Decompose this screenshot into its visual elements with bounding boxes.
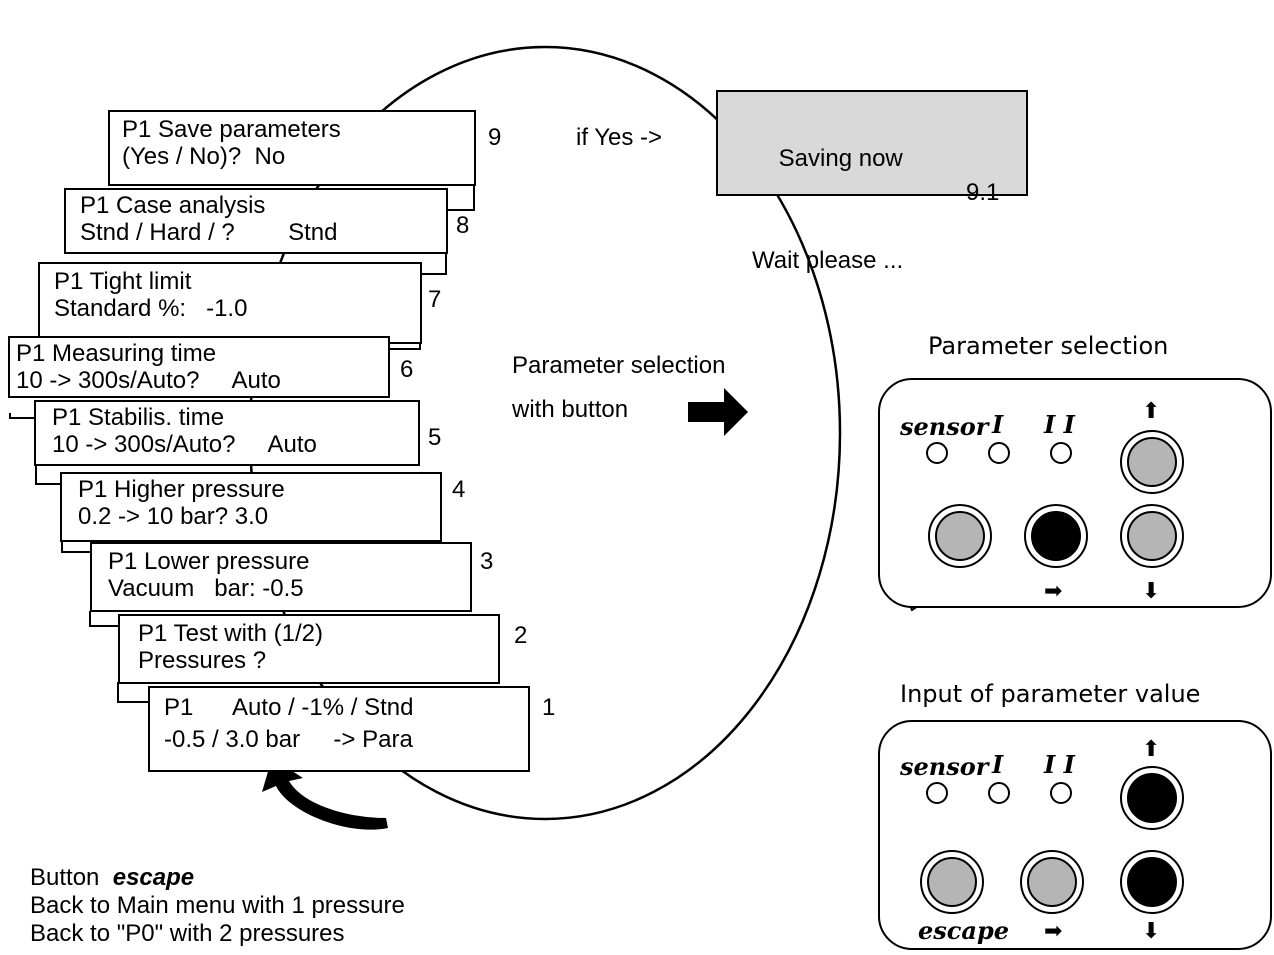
escape-note: Button escape Back to Main menu with 1 p…: [30, 864, 405, 948]
channel-ii-led: [1050, 782, 1072, 804]
screen-line-2: 10 -> 300s/Auto? Auto: [52, 431, 317, 458]
down-arrow-icon: ⬇: [1142, 578, 1161, 603]
screen-line-1: P1 Case analysis: [80, 192, 266, 219]
screen-line-1: P1 Lower pressure: [108, 548, 310, 575]
up-button[interactable]: [1120, 430, 1184, 494]
channel-ii-label: I I: [1044, 410, 1075, 439]
sensor-label: sensor: [900, 412, 989, 441]
screen-line-2: Stnd / Hard / ? Stnd: [80, 219, 338, 246]
screen-line-1: P1 Test with (1/2): [138, 620, 323, 647]
screen-number-5: 5: [428, 424, 442, 451]
down-button[interactable]: [1120, 504, 1184, 568]
screen-line-2: -0.5 / 3.0 bar -> Para: [164, 726, 413, 753]
saving-screen: Saving now 9.1 Wait please ...: [716, 90, 1028, 274]
escape-note-button: escape: [112, 864, 195, 891]
screen-number-4: 4: [452, 476, 466, 503]
screen-line-1: P1 Measuring time: [16, 340, 217, 367]
parameter-selection-arrow: [688, 388, 748, 436]
up-arrow-icon: ⬆: [1142, 736, 1161, 761]
input-panel: sensor I I I ⬆ escape ➡ ⬇: [878, 720, 1272, 950]
screen-number-9: 9: [488, 124, 502, 151]
selection-panel: sensor I I I ⬆ ➡ ⬇: [878, 378, 1272, 608]
screen-line-1: P1 Auto / -1% / Stnd: [164, 694, 414, 721]
screen-number-3: 3: [480, 548, 494, 575]
screen-1-main: P1 Auto / -1% / Stnd -0.5 / 3.0 bar -> P…: [148, 686, 530, 772]
parameter-selection-note-line-2: with button: [512, 396, 629, 423]
screen-4-higher-pressure: P1 Higher pressure 0.2 -> 10 bar? 3.0: [60, 472, 442, 542]
screen-line-2: (Yes / No)? No: [122, 143, 286, 170]
escape-return-arrow: [262, 758, 388, 830]
sensor-led: [926, 782, 948, 804]
parameter-selection-note-line-1: Parameter selection: [512, 352, 726, 379]
screen-number-1: 1: [542, 694, 556, 721]
screen-number-8: 8: [456, 212, 470, 239]
screen-8-case-analysis: P1 Case analysis Stnd / Hard / ? Stnd: [64, 188, 448, 254]
channel-ii-led: [1050, 442, 1072, 464]
up-button[interactable]: [1120, 766, 1184, 830]
escape-note-prefix: Button: [30, 864, 113, 891]
sensor-led: [926, 442, 948, 464]
screen-line-2: 10 -> 300s/Auto? Auto: [16, 367, 281, 394]
screen-line-2: Vacuum bar: -0.5: [108, 575, 304, 602]
channel-i-led: [988, 782, 1010, 804]
input-panel-title: Input of parameter value: [900, 680, 1201, 708]
escape-button[interactable]: [928, 504, 992, 568]
screen-line-1: P1 Stabilis. time: [52, 404, 225, 431]
screen-5-stabilis-time: P1 Stabilis. time 10 -> 300s/Auto? Auto: [34, 400, 420, 466]
selection-panel-title: Parameter selection: [928, 332, 1169, 360]
stack-connectors: [9, 186, 475, 703]
screen-number-7: 7: [428, 286, 442, 313]
screen-line-2: Pressures ?: [138, 647, 267, 674]
screen-line-2: Standard %: -1.0: [54, 295, 248, 322]
down-arrow-icon: ⬇: [1142, 918, 1161, 943]
channel-ii-label: I I: [1044, 750, 1075, 779]
right-arrow-icon: ➡: [1044, 578, 1063, 603]
screen-line-1: P1 Higher pressure: [78, 476, 285, 503]
down-button[interactable]: [1120, 850, 1184, 914]
up-arrow-icon: ⬆: [1142, 398, 1161, 423]
escape-label: escape: [918, 916, 1009, 945]
saving-screen-value: 9.1: [966, 179, 1000, 206]
right-button[interactable]: [1024, 504, 1088, 568]
channel-i-label: I: [992, 750, 1004, 779]
if-yes-label: if Yes ->: [576, 124, 663, 151]
screen-6-measuring-time: P1 Measuring time 10 -> 300s/Auto? Auto: [8, 336, 390, 398]
screen-line-1: P1 Save parameters: [122, 116, 341, 143]
escape-button[interactable]: [920, 850, 984, 914]
channel-i-label: I: [992, 410, 1004, 439]
escape-note-line-3: Back to "P0" with 2 pressures: [30, 920, 345, 947]
sensor-label: sensor: [900, 752, 989, 781]
saving-screen-line-2: Wait please ...: [752, 247, 904, 274]
saving-screen-line-1: Saving now: [778, 145, 903, 172]
screen-line-2: 0.2 -> 10 bar? 3.0: [78, 503, 269, 530]
screen-2-test-with: P1 Test with (1/2) Pressures ?: [118, 614, 500, 684]
right-button[interactable]: [1020, 850, 1084, 914]
escape-note-line-2: Back to Main menu with 1 pressure: [30, 892, 405, 919]
screen-line-1: P1 Tight limit: [54, 268, 192, 295]
screen-3-lower-pressure: P1 Lower pressure Vacuum bar: -0.5: [90, 542, 472, 612]
screen-7-tight-limit: P1 Tight limit Standard %: -1.0: [38, 262, 422, 344]
channel-i-led: [988, 442, 1010, 464]
screen-9-save-parameters: P1 Save parameters (Yes / No)? No: [108, 110, 476, 186]
screen-number-6: 6: [400, 356, 414, 383]
screen-number-2: 2: [514, 622, 528, 649]
right-arrow-icon: ➡: [1044, 918, 1063, 943]
